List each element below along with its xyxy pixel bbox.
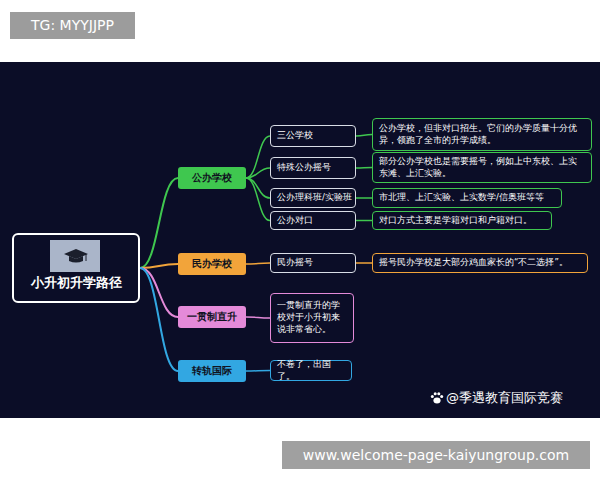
text-group: 民办学校 xyxy=(192,257,232,271)
branch-connector xyxy=(246,178,270,221)
paw-toe xyxy=(434,392,437,395)
node-text: 市北理、上汇实验、上实数学/信奥班等等 xyxy=(379,192,544,204)
branch-connector xyxy=(246,136,270,178)
text-group: 转轨国际 xyxy=(192,364,232,378)
branch-connector xyxy=(356,135,372,137)
description-box: 摇号民办学校是大部分鸡血家长的“不二选择”。 xyxy=(372,253,588,273)
branch-connector xyxy=(246,370,270,372)
branch-connector xyxy=(246,178,270,198)
category-box: 民办学校 xyxy=(178,253,246,275)
cap-base xyxy=(69,256,83,263)
node-text: 民办摇号 xyxy=(277,257,313,269)
text-group: 特殊公办摇号 xyxy=(277,162,331,174)
paw-toe xyxy=(437,392,440,395)
subcategory-box: 公办对口 xyxy=(270,211,356,230)
description-box: 对口方式主要是学籍对口和户籍对口。 xyxy=(372,211,552,230)
branch-connector xyxy=(356,220,372,222)
node-text: 公办学校，但非对口招生。它们的办学质量十分优异，领跑了全市的升学成绩。 xyxy=(379,123,585,147)
branch-connector xyxy=(140,178,178,268)
description-box: 不卷了，出国了。 xyxy=(270,360,352,381)
node-text: 公办学校 xyxy=(192,171,232,185)
text-group: 民办摇号 xyxy=(277,257,313,269)
text-group: 公办对口 xyxy=(277,215,313,227)
node-text: 对口方式主要是学籍对口和户籍对口。 xyxy=(379,215,532,227)
node-text: 转轨国际 xyxy=(192,364,232,378)
node-text: 部分公办学校也是需要摇号，例如上中东校、上实东滩、上汇实验。 xyxy=(379,156,585,180)
branch-connector xyxy=(140,264,178,268)
node-text: 小升初升学路径 xyxy=(31,274,122,292)
text-group: 一贯制直升 xyxy=(187,310,237,324)
node-text: 公办对口 xyxy=(277,215,313,227)
branch-connector xyxy=(140,268,178,371)
branch-connector xyxy=(246,263,270,264)
subcategory-box: 特殊公办摇号 xyxy=(270,157,356,179)
text-group: 公办理科班/实验班 xyxy=(277,192,352,204)
category-box: 一贯制直升 xyxy=(178,306,246,328)
paw-icon xyxy=(430,391,444,405)
branch-connector xyxy=(356,167,372,169)
branch-connector xyxy=(140,268,178,317)
paw-toe xyxy=(440,395,443,398)
icon-background xyxy=(50,240,100,272)
text-group: 公办学校 xyxy=(192,171,232,185)
description-box: 公办学校，但非对口招生。它们的办学质量十分优异，领跑了全市的升学成绩。 xyxy=(372,118,592,151)
node-text: 特殊公办摇号 xyxy=(277,162,331,174)
branch-connector xyxy=(246,168,270,178)
branch-connector xyxy=(246,317,270,318)
cap-icon xyxy=(50,240,100,272)
node-text: 民办学校 xyxy=(192,257,232,271)
description-box: 市北理、上汇实验、上实数学/信奥班等等 xyxy=(372,188,562,208)
node-text: 公办理科班/实验班 xyxy=(277,192,352,204)
category-box: 公办学校 xyxy=(178,167,246,189)
node-text: 摇号民办学校是大部分鸡血家长的“不二选择”。 xyxy=(379,257,568,269)
text-group: 部分公办学校也是需要摇号，例如上中东校、上实东滩、上汇实验。 xyxy=(379,156,585,180)
overlay-tag: TG: MYYJJPP xyxy=(10,12,135,39)
text-group: 公办学校，但非对口招生。它们的办学质量十分优异，领跑了全市的升学成绩。 xyxy=(379,123,585,147)
branch-connector xyxy=(356,197,372,199)
text-group: 小升初升学路径 xyxy=(31,274,122,292)
text-group: 不卷了，出国了。 xyxy=(277,359,345,383)
text-group: 市北理、上汇实验、上实数学/信奥班等等 xyxy=(379,192,544,204)
branch-connector xyxy=(356,262,372,264)
text-group: 三公学校 xyxy=(277,130,313,142)
overlay-tag: www.welcome-page-kaiyungroup.com xyxy=(282,441,590,469)
node-text: 不卷了，出国了。 xyxy=(277,359,345,383)
subcategory-box: 民办摇号 xyxy=(270,253,356,273)
category-box: 转轨国际 xyxy=(178,360,246,382)
cap-top xyxy=(64,249,88,259)
node-text: 三公学校 xyxy=(277,130,313,142)
paw-toe xyxy=(431,395,434,398)
description-box: 一贯制直升的学校对于小升初来说非常省心。 xyxy=(270,293,354,343)
cap-tassel xyxy=(86,254,87,261)
paw-pad xyxy=(433,398,440,404)
description-box: 部分公办学校也是需要摇号，例如上中东校、上实东滩、上汇实验。 xyxy=(372,152,592,183)
text-group: 一贯制直升的学校对于小升初来说非常省心。 xyxy=(277,300,347,336)
watermark: @季遇教育国际竞赛 xyxy=(446,389,596,407)
subcategory-box: 三公学校 xyxy=(270,125,356,147)
text-group: 摇号民办学校是大部分鸡血家长的“不二选择”。 xyxy=(379,257,568,269)
node-text: 一贯制直升 xyxy=(187,310,237,324)
node-text: 一贯制直升的学校对于小升初来说非常省心。 xyxy=(277,300,347,336)
text-group: 对口方式主要是学籍对口和户籍对口。 xyxy=(379,215,532,227)
subcategory-box: 公办理科班/实验班 xyxy=(270,188,356,208)
